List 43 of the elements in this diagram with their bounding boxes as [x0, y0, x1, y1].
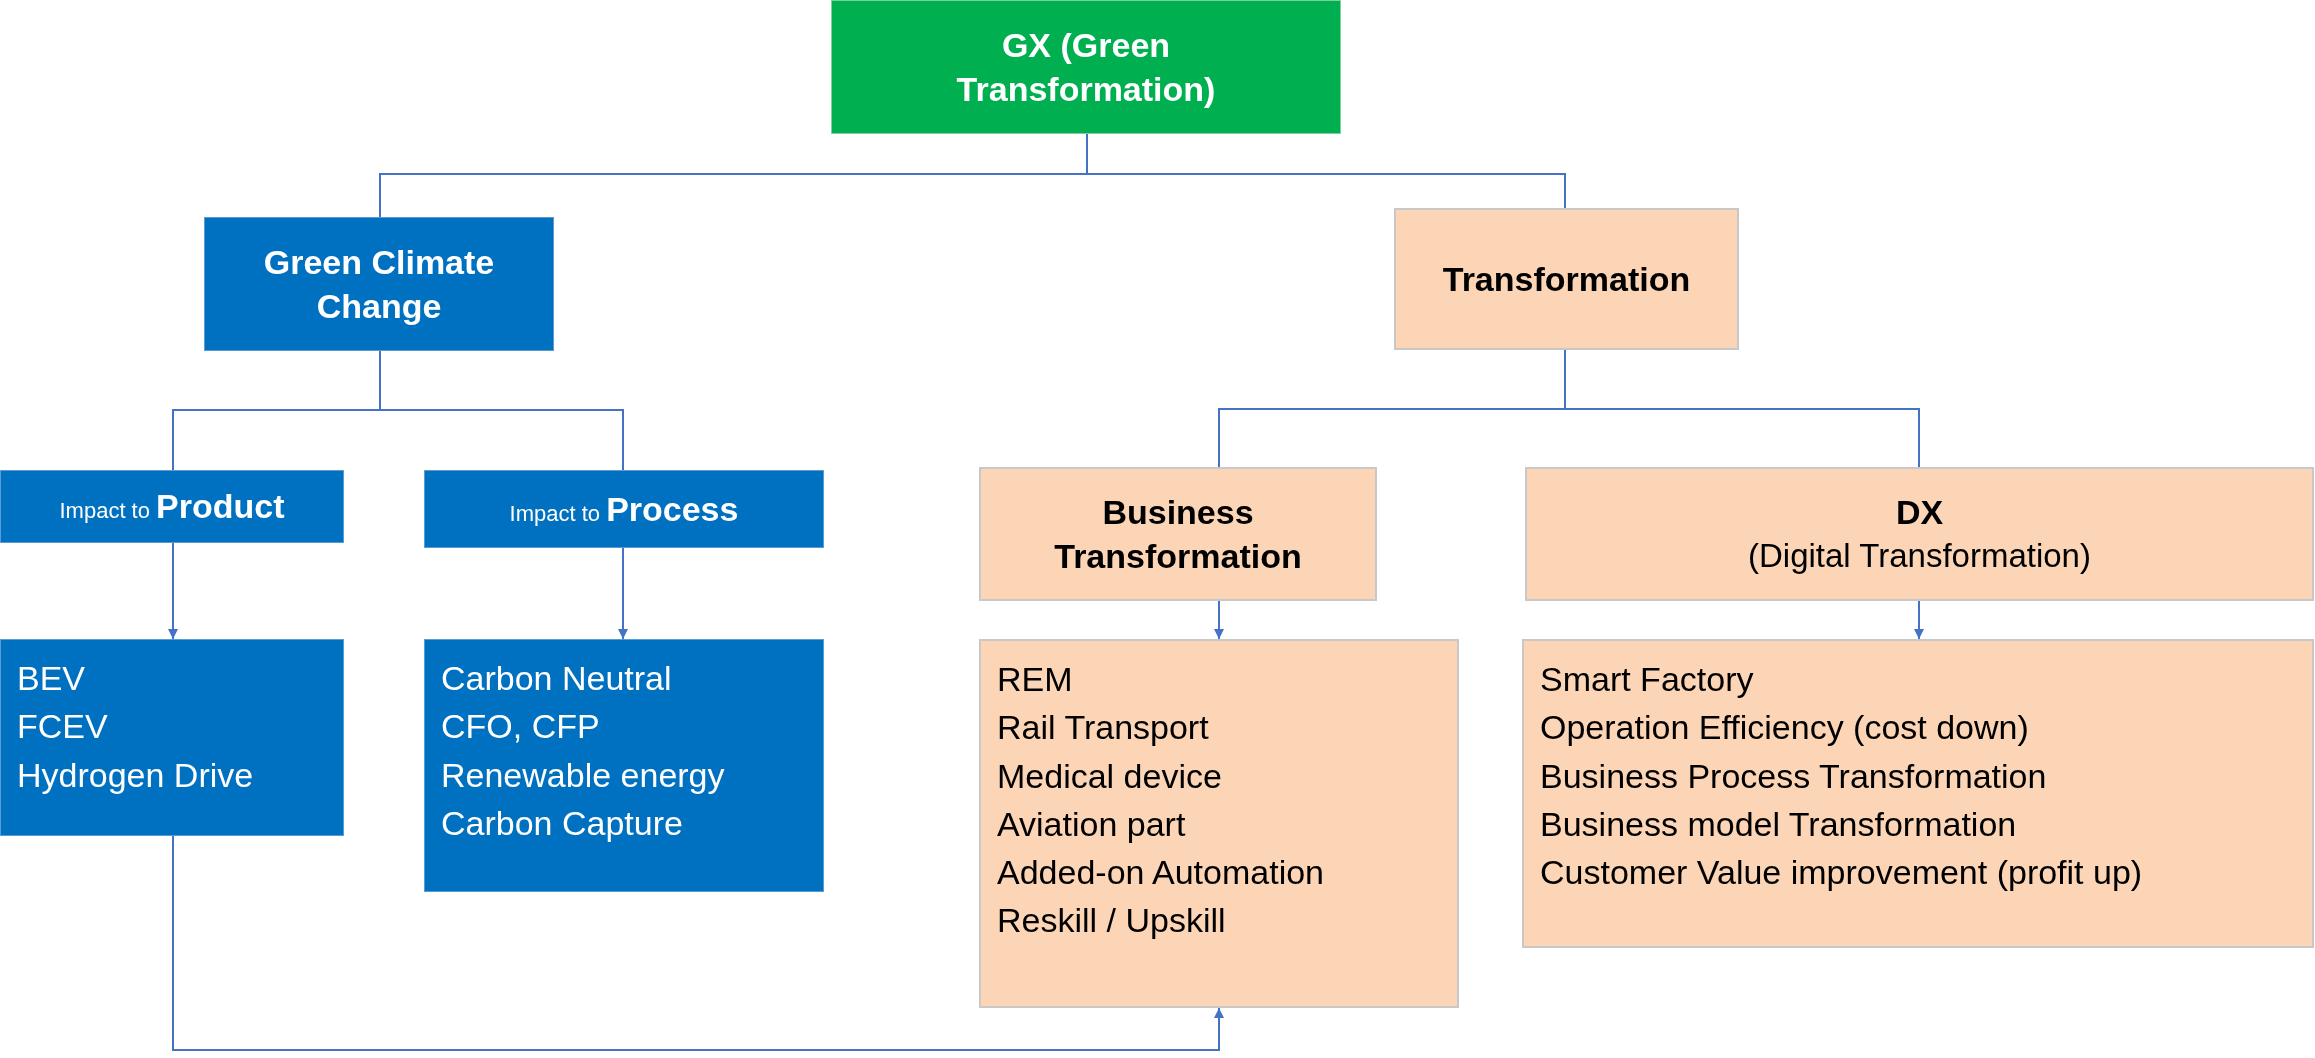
list-item: BEV — [17, 658, 86, 699]
arrow — [168, 542, 178, 640]
list-item: Rail Transport — [997, 707, 1209, 749]
box-title: Transformation — [1442, 258, 1691, 300]
arrow — [1914, 600, 1924, 640]
list-item: Business model Transformation — [1540, 803, 2017, 845]
list-item: CFO, CFP — [441, 706, 600, 748]
heading-box — [831, 0, 1341, 134]
list-item: Operation Efficiency (cost down) — [1540, 707, 2029, 749]
list-item: Business Process Transformation — [1540, 755, 2047, 797]
box-title: GX (Green Transformation) — [955, 24, 1217, 110]
box-title: Impact to Product — [59, 487, 285, 526]
list-item: FCEV — [17, 706, 108, 748]
list-item: Carbon Capture — [441, 802, 683, 844]
list-item: Hydrogen Drive — [17, 754, 254, 796]
heading-box — [0, 470, 344, 543]
arrow — [1214, 600, 1224, 640]
arrow — [172, 835, 1224, 1051]
heading-box — [204, 217, 554, 351]
box-title: DX — [1895, 492, 1944, 534]
list-box — [0, 639, 344, 836]
heading-box — [979, 467, 1377, 601]
box-title: Green Climate Change — [262, 241, 496, 327]
list-item: REM — [997, 659, 1073, 700]
heading-box — [1394, 208, 1739, 350]
list-item: Renewable energy — [441, 754, 725, 796]
list-item: Carbon Neutral — [441, 658, 672, 699]
heading-box — [1525, 467, 2314, 601]
heading-box — [424, 470, 824, 548]
list-item: Smart Factory — [1540, 659, 1754, 700]
list-box — [979, 639, 1459, 1008]
list-item: Customer Value improvement (profit up) — [1540, 852, 2143, 894]
arrow — [618, 547, 628, 640]
list-item: Aviation part — [997, 803, 1186, 845]
box-title: Business Transformation — [1053, 491, 1303, 577]
list-box — [424, 639, 824, 892]
box-subtitle: (Digital Transformation) — [1748, 535, 2091, 576]
connector-line — [379, 350, 624, 471]
list-box — [1522, 639, 2314, 948]
list-item: Medical device — [997, 755, 1222, 797]
list-item: Reskill / Upskill — [997, 900, 1226, 942]
list-item: Added-on Automation — [997, 852, 1325, 894]
box-title: Impact to Process — [509, 489, 739, 529]
